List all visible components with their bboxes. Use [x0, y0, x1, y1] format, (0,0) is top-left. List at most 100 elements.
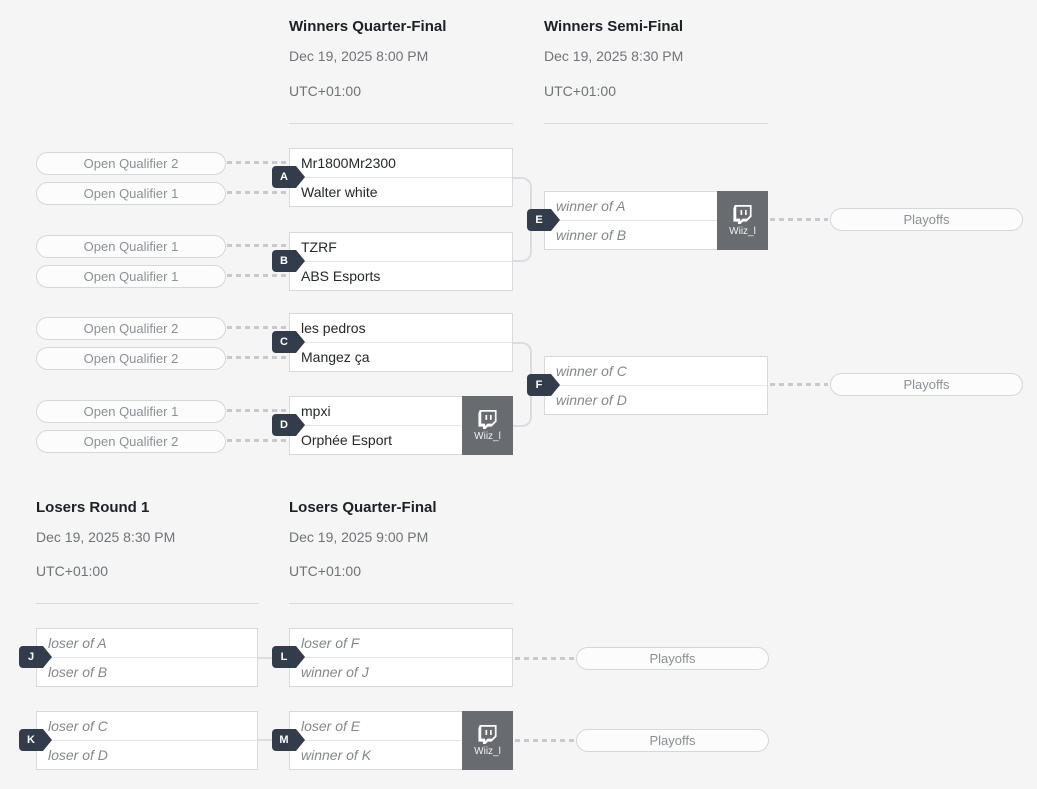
- qualifier-pill[interactable]: Open Qualifier 1: [36, 182, 226, 205]
- round-divider: [289, 603, 513, 604]
- opponent-bottom: winner of D: [545, 385, 767, 414]
- dashed-connector: [227, 439, 289, 442]
- round-datetime: Dec 19, 2025 8:30 PM: [36, 529, 176, 545]
- dashed-connector: [227, 326, 289, 329]
- bracket-connector: [258, 657, 274, 659]
- match-M[interactable]: loser of E winner of K Wiiz_l: [289, 711, 513, 770]
- opponent-bottom: Mangez ça: [290, 342, 512, 371]
- round-datetime: Dec 19, 2025 8:00 PM: [289, 48, 429, 64]
- playoffs-pill[interactable]: Playoffs: [830, 208, 1023, 231]
- stream-badge[interactable]: Wiiz_l: [462, 711, 513, 770]
- twitch-icon: [478, 409, 497, 429]
- qualifier-pill-label: Open Qualifier 2: [83, 156, 179, 171]
- opponent-bottom: loser of B: [37, 657, 257, 686]
- opponent-top: loser of C: [48, 718, 108, 734]
- match-label-M: M: [272, 729, 305, 751]
- match-K[interactable]: loser of C loser of D: [36, 711, 258, 770]
- round-divider: [544, 123, 768, 124]
- match-F[interactable]: winner of C winner of D: [544, 356, 768, 415]
- playoffs-pill[interactable]: Playoffs: [576, 647, 769, 670]
- round-divider: [289, 123, 513, 124]
- qualifier-pill[interactable]: Open Qualifier 1: [36, 265, 226, 288]
- qualifier-pill[interactable]: Open Qualifier 1: [36, 400, 226, 423]
- qualifier-pill-label: Open Qualifier 1: [83, 269, 179, 284]
- match-label-L: L: [272, 646, 305, 668]
- match-J[interactable]: loser of A loser of B: [36, 628, 258, 687]
- dashed-connector: [227, 356, 289, 359]
- dashed-connector: [227, 161, 289, 164]
- opponent-bottom: winner of J: [290, 657, 512, 686]
- dashed-connector: [770, 383, 828, 386]
- stream-handle: Wiiz_l: [474, 745, 501, 757]
- opponent-bottom: winner of B: [545, 220, 767, 249]
- qualifier-pill[interactable]: Open Qualifier 2: [36, 152, 226, 175]
- qualifier-pill-label: Open Qualifier 1: [83, 239, 179, 254]
- match-D[interactable]: mpxi Orphée Esport Wiiz_l: [289, 396, 513, 455]
- stream-badge[interactable]: Wiiz_l: [462, 396, 513, 455]
- bracket-connector: [513, 384, 532, 427]
- qualifier-pill-label: Open Qualifier 1: [83, 186, 179, 201]
- round-title-losers-round-1: Losers Round 1: [36, 499, 150, 516]
- match-L[interactable]: loser of F winner of J: [289, 628, 513, 687]
- playoffs-label: Playoffs: [903, 212, 950, 227]
- round-datetime: Dec 19, 2025 8:30 PM: [544, 48, 684, 64]
- bracket-connector: [513, 220, 532, 262]
- bracket-connector: [513, 342, 532, 386]
- opponent-bottom: Orphée Esport: [290, 425, 512, 454]
- dashed-connector: [515, 657, 574, 660]
- opponent-top: les pedros: [301, 320, 366, 336]
- opponent-top: Mr1800Mr2300: [301, 155, 396, 171]
- playoffs-pill[interactable]: Playoffs: [830, 373, 1023, 396]
- dashed-connector: [770, 218, 828, 221]
- qualifier-pill-label: Open Qualifier 2: [83, 321, 179, 336]
- round-title-losers-quarter-final: Losers Quarter-Final: [289, 499, 437, 516]
- round-title-winners-semi-final: Winners Semi-Final: [544, 18, 684, 35]
- round-timezone: UTC+01:00: [289, 563, 361, 579]
- match-label-J: J: [19, 646, 52, 668]
- opponent-top: loser of A: [48, 635, 107, 651]
- qualifier-pill-label: Open Qualifier 1: [83, 404, 179, 419]
- stream-handle: Wiiz_l: [474, 430, 501, 442]
- opponent-bottom: loser of D: [37, 740, 257, 769]
- round-timezone: UTC+01:00: [36, 563, 108, 579]
- round-title-winners-quarter-final: Winners Quarter-Final: [289, 18, 447, 35]
- round-datetime: Dec 19, 2025 9:00 PM: [289, 529, 429, 545]
- dashed-connector: [227, 409, 289, 412]
- playoffs-label: Playoffs: [649, 651, 696, 666]
- qualifier-pill-label: Open Qualifier 2: [83, 434, 179, 449]
- opponent-bottom: Walter white: [290, 177, 512, 206]
- playoffs-pill[interactable]: Playoffs: [576, 729, 769, 752]
- opponent-top: loser of E: [301, 718, 361, 734]
- round-timezone: UTC+01:00: [289, 83, 361, 99]
- dashed-connector: [227, 244, 289, 247]
- qualifier-pill[interactable]: Open Qualifier 2: [36, 347, 226, 370]
- qualifier-pill[interactable]: Open Qualifier 1: [36, 235, 226, 258]
- stream-handle: Wiiz_l: [729, 225, 756, 237]
- twitch-icon: [478, 724, 497, 744]
- match-label-E: E: [527, 209, 560, 231]
- match-label-F: F: [527, 374, 560, 396]
- opponent-bottom: ABS Esports: [290, 261, 512, 290]
- opponent-top: mpxi: [301, 403, 331, 419]
- playoffs-label: Playoffs: [649, 733, 696, 748]
- qualifier-pill-label: Open Qualifier 2: [83, 351, 179, 366]
- opponent-top: loser of F: [301, 635, 360, 651]
- opponent-top: winner of C: [556, 363, 627, 379]
- qualifier-pill[interactable]: Open Qualifier 2: [36, 430, 226, 453]
- match-E[interactable]: winner of A winner of B Wiiz_l: [544, 191, 768, 250]
- opponent-top: winner of A: [556, 198, 626, 214]
- match-label-K: K: [19, 729, 52, 751]
- twitch-icon: [733, 204, 752, 224]
- bracket-connector: [513, 177, 532, 221]
- match-label-C: C: [272, 331, 305, 353]
- playoffs-label: Playoffs: [903, 377, 950, 392]
- round-timezone: UTC+01:00: [544, 83, 616, 99]
- match-A[interactable]: Mr1800Mr2300 Walter white: [289, 148, 513, 207]
- dashed-connector: [227, 191, 289, 194]
- stream-badge[interactable]: Wiiz_l: [717, 191, 768, 250]
- match-C[interactable]: les pedros Mangez ça: [289, 313, 513, 372]
- dashed-connector: [227, 274, 289, 277]
- qualifier-pill[interactable]: Open Qualifier 2: [36, 317, 226, 340]
- match-B[interactable]: TZRF ABS Esports: [289, 232, 513, 291]
